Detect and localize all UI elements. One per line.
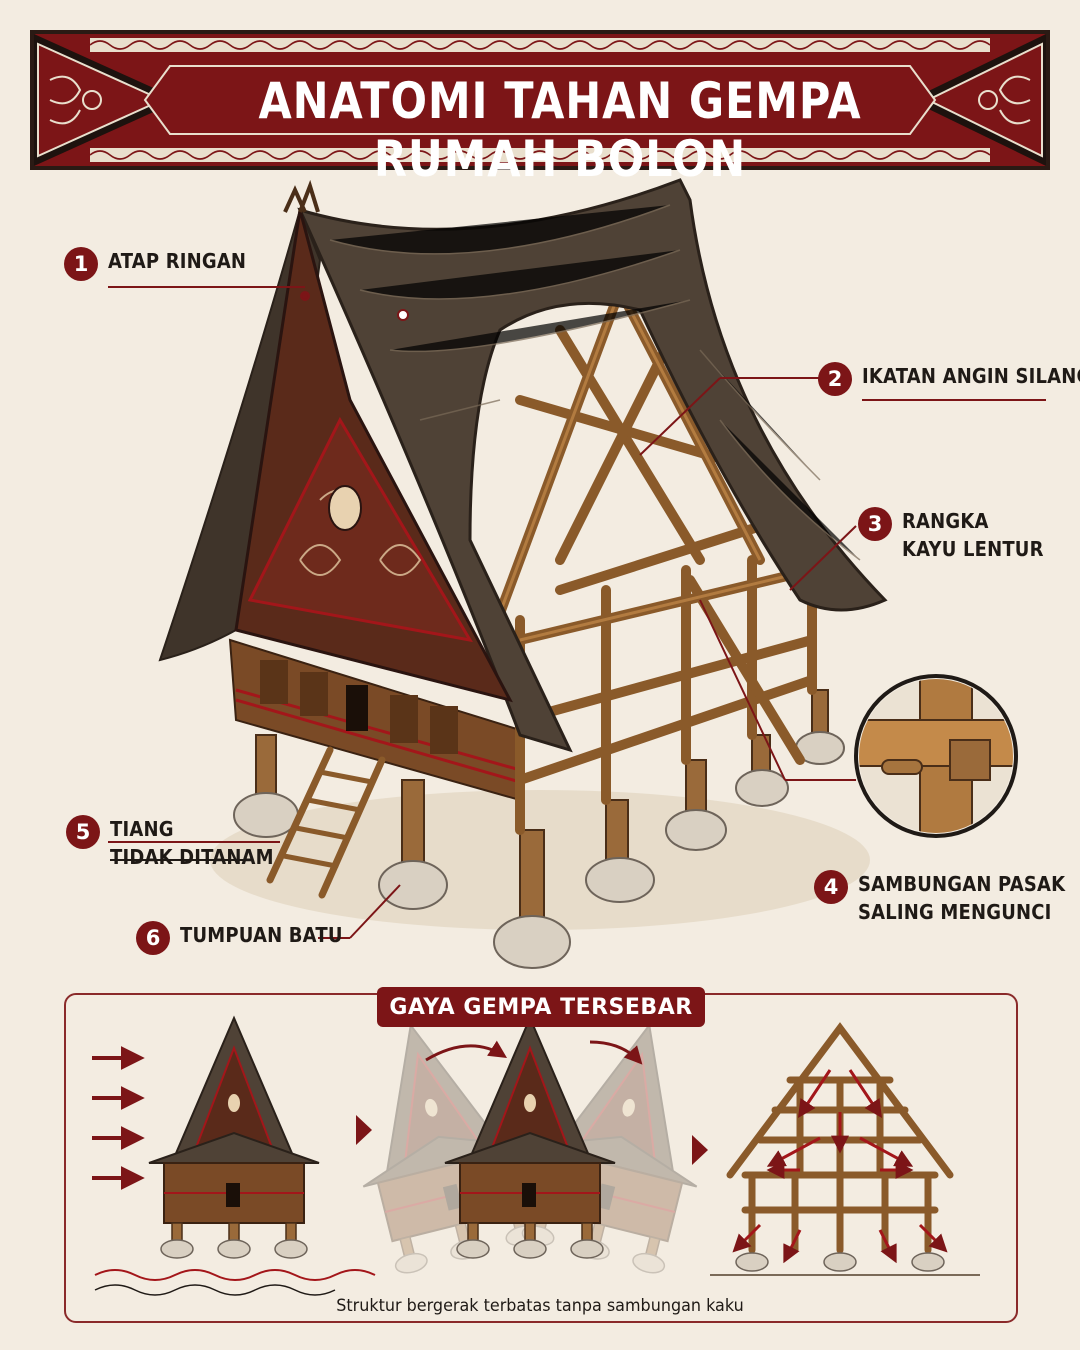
callout-label-line1: SAMBUNGAN PASAK	[858, 872, 1066, 896]
callout-label-line2: KAYU LENTUR	[902, 537, 1044, 561]
joint-detail-inset	[854, 674, 1018, 838]
sway-right-arrow	[589, 1040, 643, 1065]
callout-number: 5	[66, 815, 100, 849]
callout-label: IKATAN ANGIN SILANG	[862, 364, 1080, 388]
callout-rangka-kayu-lentur: 3 RANGKA KAYU LENTUR	[858, 507, 1059, 563]
callout-leader-lines	[108, 286, 1046, 939]
force-sequence-illustration	[92, 1003, 980, 1296]
dispersed-force-arrows	[732, 1069, 948, 1264]
sway-left-arrow	[425, 1040, 508, 1062]
title-banner	[30, 30, 1050, 170]
panel-title: GAYA GEMPA TERSEBAR	[377, 987, 705, 1027]
callout-atap-ringan: 1 ATAP RINGAN	[64, 247, 262, 281]
callout-label: TUMPUAN BATU	[180, 923, 343, 947]
callout-number: 6	[136, 921, 170, 955]
callout-number: 3	[858, 507, 892, 541]
callout-tumpuan-batu: 6 TUMPUAN BATU	[136, 921, 361, 955]
callout-number: 2	[818, 362, 852, 396]
callout-tiang-tidak-ditanam: 5 TIANG TIDAK DITANAM	[66, 815, 292, 871]
stone-foundations	[233, 731, 845, 969]
callout-label-line2: SALING MENGUNCI	[858, 900, 1052, 924]
page-title: ANATOMI TAHAN GEMPA RUMAH BOLON	[258, 72, 862, 188]
house-stage-1	[148, 1017, 320, 1259]
rumah-bolon-illustration	[108, 178, 1046, 969]
sequence-arrow	[692, 1135, 708, 1165]
callout-label: ATAP RINGAN	[108, 249, 247, 273]
callout-label-line2: TIDAK DITANAM	[110, 845, 274, 869]
callout-label-line1: RANGKA	[902, 509, 989, 533]
force-arrows	[92, 1046, 145, 1190]
callout-number: 1	[64, 247, 98, 281]
callout-number: 4	[814, 870, 848, 904]
roof-thatch	[297, 178, 888, 753]
ladder	[266, 746, 386, 899]
callout-sambungan-pasak: 4 SAMBUNGAN PASAK SALING MENGUNCI	[814, 870, 1080, 926]
banner-ornament	[30, 30, 1050, 170]
panel-caption: Struktur bergerak terbatas tanpa sambung…	[336, 1296, 744, 1316]
ground-wave	[94, 1269, 376, 1281]
carved-face	[328, 485, 362, 531]
sequence-arrow	[356, 1115, 372, 1145]
callout-label-line1: TIANG	[110, 817, 174, 841]
callout-ikatan-angin-silang: 2 IKATAN ANGIN SILANG	[818, 362, 1080, 396]
